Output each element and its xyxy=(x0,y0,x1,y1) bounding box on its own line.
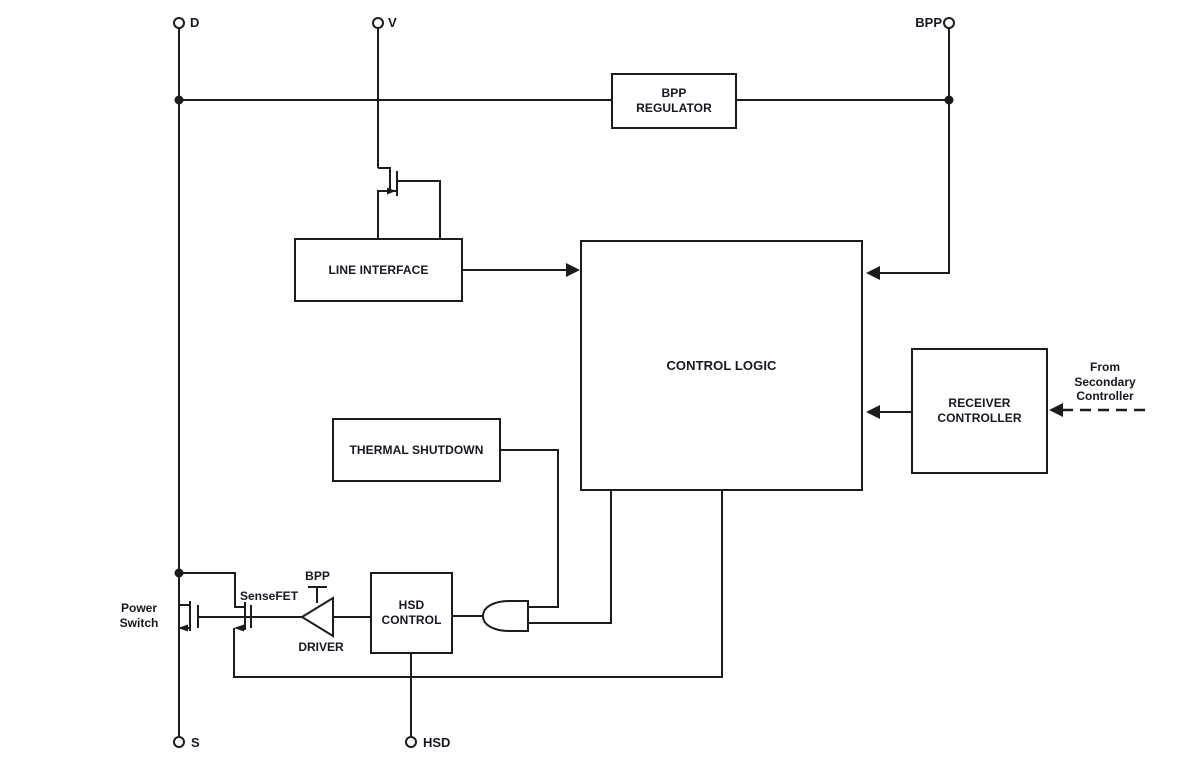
thermal-shutdown-label: THERMAL SHUTDOWN xyxy=(349,442,484,457)
pin-s-label: S xyxy=(191,735,200,750)
pin-v-terminal xyxy=(372,17,384,29)
wire-thermal-to-and xyxy=(500,449,559,608)
driver-triangle xyxy=(300,596,334,638)
pin-bpp-terminal xyxy=(943,17,955,29)
startup-fet-source xyxy=(377,190,397,239)
powerfet-source-arrow xyxy=(178,624,188,632)
driver-supply-label: BPP xyxy=(305,569,330,583)
junction-d-bus xyxy=(174,95,184,105)
power-switch-label: Power Switch xyxy=(119,601,159,630)
driver-supply-bar xyxy=(308,586,327,603)
thermal-shutdown-box xyxy=(332,418,501,482)
wire-bpp-vertical xyxy=(872,28,950,274)
receiver-controller-label: RECEIVER CONTROLLER xyxy=(937,396,1022,425)
sensefet-source-arrow xyxy=(234,624,244,632)
pin-bpp-label: BPP xyxy=(915,15,942,30)
pin-v-label: V xyxy=(388,15,397,30)
wire-control-to-and xyxy=(528,490,612,624)
pin-d-label: D xyxy=(190,15,200,30)
sensefet-label: SenseFET xyxy=(240,589,299,603)
sensefet-drain-wire xyxy=(179,572,245,608)
pin-d-terminal xyxy=(173,17,185,29)
arrow-into-control-left xyxy=(566,263,580,277)
hsd-control-box xyxy=(370,572,453,654)
driver-label: DRIVER xyxy=(298,640,344,654)
startup-fet-gate xyxy=(378,167,391,192)
arrow-secondary-into-receiver xyxy=(1049,403,1063,417)
control-logic-label: CONTROL LOGIC xyxy=(666,357,777,373)
wire-control-to-source xyxy=(233,490,723,678)
startup-fet-drain xyxy=(397,180,441,239)
junction-d-switch xyxy=(174,568,184,578)
hsd-control-label: HSD CONTROL xyxy=(381,598,442,627)
from-secondary-label: From Secondary Controller xyxy=(1074,360,1136,404)
line-interface-box xyxy=(294,238,463,302)
receiver-controller-box xyxy=(911,348,1048,474)
control-logic-box xyxy=(580,240,863,491)
pin-s-terminal xyxy=(173,736,185,748)
pin-hsd-terminal xyxy=(405,736,417,748)
junction-bpp-bus xyxy=(944,95,954,105)
arrow-bpp-into-control xyxy=(866,266,880,280)
pin-hsd-label: HSD xyxy=(423,735,451,750)
startup-fet-source-arrow xyxy=(387,187,396,195)
arrow-receiver-into-control xyxy=(866,405,880,419)
bpp-regulator-box xyxy=(611,73,737,129)
and-gate xyxy=(481,600,529,632)
line-interface-label: LINE INTERFACE xyxy=(328,262,429,277)
bpp-regulator-label: BPP REGULATOR xyxy=(636,86,712,115)
